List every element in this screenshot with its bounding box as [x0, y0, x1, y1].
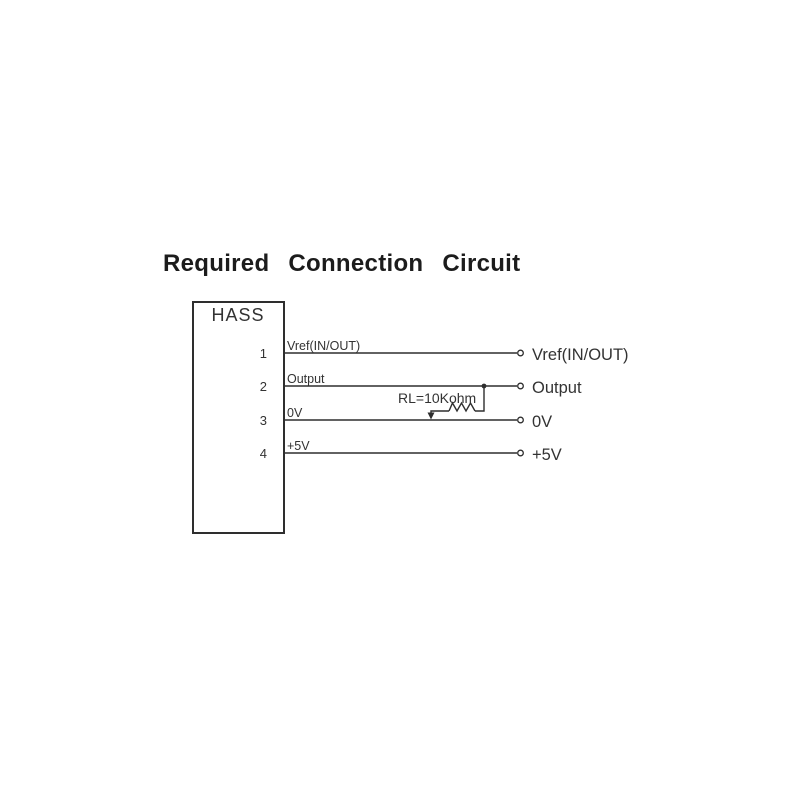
pin3-wire-label: 0V — [287, 406, 303, 420]
pin4-terminal-label: +5V — [532, 446, 562, 464]
pin2-wire-label: Output — [287, 372, 325, 386]
pin4-number: 4 — [260, 446, 267, 461]
pin3-terminal-circle — [517, 416, 524, 424]
load-resistor-group: RL=10Kohm — [398, 383, 487, 420]
pin3-group: 3 0V 0V — [260, 406, 552, 431]
pin3-number: 3 — [260, 413, 267, 428]
pin1-terminal-label: Vref(IN/OUT) — [532, 346, 629, 364]
pin4-wire-label: +5V — [287, 439, 310, 453]
pin1-terminal-circle — [517, 349, 524, 357]
resistor-zigzag — [448, 401, 476, 413]
pin1-number: 1 — [260, 346, 267, 361]
pin1-group: 1 Vref(IN/OUT) Vref(IN/OUT) — [260, 339, 629, 364]
pin1-wire-label: Vref(IN/OUT) — [287, 339, 360, 353]
arrowhead-to-0v-line — [427, 412, 435, 420]
resistor-right-lead — [475, 386, 485, 412]
page-title: Required Connection Circuit — [163, 250, 521, 277]
resistor-value-label: RL=10Kohm — [398, 390, 476, 406]
pin2-number: 2 — [260, 379, 267, 394]
pin2-group: 2 Output Output — [260, 372, 582, 397]
pin2-terminal-circle — [517, 382, 524, 390]
pin2-terminal-label: Output — [532, 379, 582, 397]
pin3-terminal-label: 0V — [532, 413, 552, 431]
pin4-group: 4 +5V +5V — [260, 439, 562, 464]
hass-component-label: HASS — [211, 305, 264, 325]
pin4-terminal-circle — [517, 449, 524, 457]
hass-component-box — [192, 301, 285, 534]
